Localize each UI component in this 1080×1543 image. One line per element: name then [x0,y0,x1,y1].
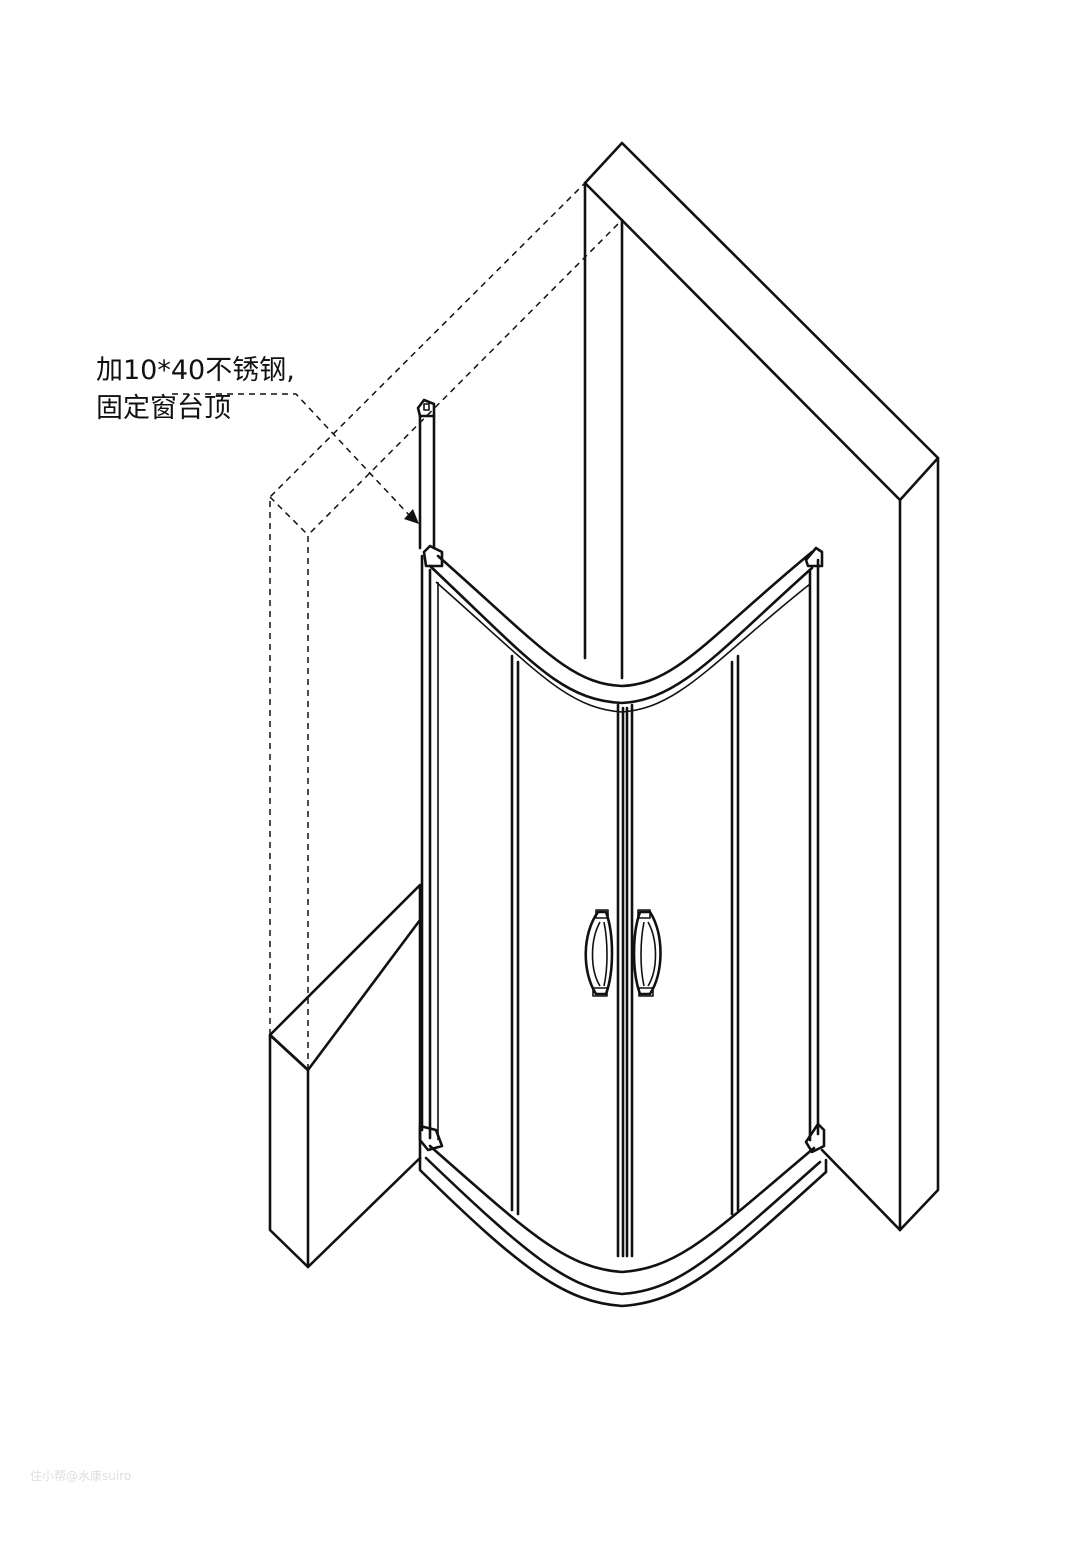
corner-wall-inner-top [584,182,623,221]
post-cap-hole [423,403,430,411]
bottom-left-bracket [418,1124,444,1152]
installation-note: 加10*40不锈钢, 固定窗台顶 [96,352,295,428]
sill-top-face [268,883,422,1072]
shower-enclosure [418,544,828,1308]
note-line-1: 加10*40不锈钢, [96,355,295,386]
leader-arrowhead-icon [404,509,419,524]
dashed-top-connector [269,496,309,536]
note-line-2: 固定窗台顶 [96,393,231,424]
bottom-rail-mid [424,1156,822,1296]
leader-arrow [172,393,419,524]
dashed-left-edge [269,182,586,1035]
sill-front-face [268,1033,310,1269]
dashed-right-edge [307,219,623,1070]
top-rail-inner [436,550,814,688]
post-cap [416,398,436,418]
sill-side-bottom [306,1156,422,1269]
bottom-tray-outer [418,1156,828,1308]
bottom-rail-upper [428,1144,816,1274]
leader-line [172,393,411,517]
left-door-handle-icon [584,909,614,997]
top-right-bracket [804,546,824,568]
top-rail-outer [428,564,814,705]
corner-wall-outer-edge [583,141,940,1232]
corner-wall [583,141,940,1232]
watermark: 住小帮@水康suiro [30,1469,132,1483]
dashed-extension-outline [269,182,623,1070]
right-door-handle-icon [632,909,662,997]
corner-wall-floor-line [820,1148,902,1232]
window-sill-block [268,883,422,1269]
corner-wall-top-corner [898,456,940,502]
stainless-steel-post [416,398,436,550]
